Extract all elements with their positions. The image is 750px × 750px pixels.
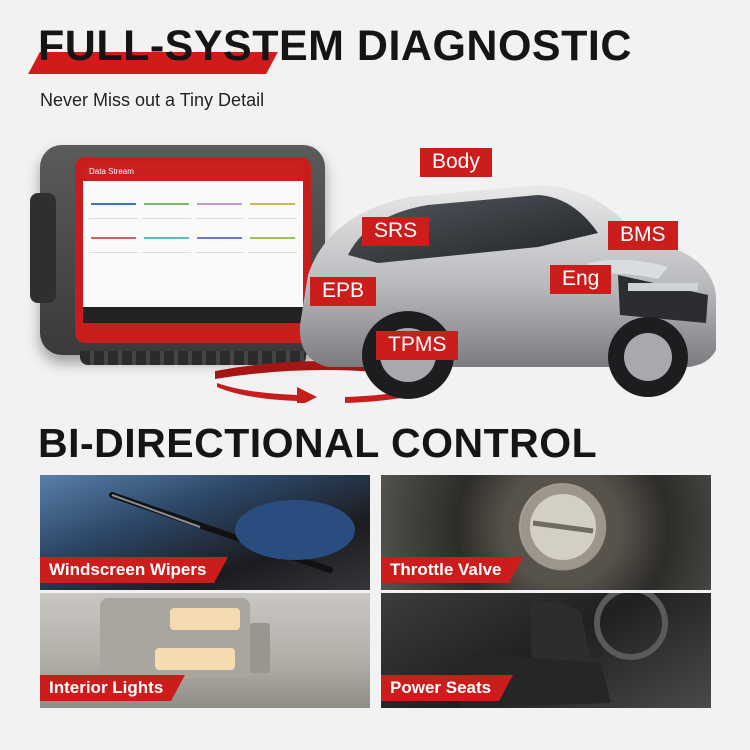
label-tpms: TPMS <box>376 331 459 360</box>
diagnostic-scene: Data Stream <box>30 125 720 415</box>
tile-throttle-valve: Throttle Valve <box>381 475 711 590</box>
tile-interior-lights: Interior Lights <box>40 593 370 708</box>
page-subtitle: Never Miss out a Tiny Detail <box>40 90 265 110</box>
section-title: BI-DIRECTIONAL CONTROL <box>38 420 598 466</box>
label-srs: SRS <box>362 217 430 246</box>
tablet-side-panel <box>30 193 56 303</box>
tablet-grip <box>80 351 306 365</box>
screen-title-bar: Data Stream <box>83 163 303 181</box>
label-bms: BMS <box>608 221 678 250</box>
data-stream-grid <box>83 181 303 261</box>
tile-caption: Interior Lights <box>40 675 186 701</box>
tile-power-seats: Power Seats <box>381 593 711 708</box>
tile-caption: Power Seats <box>381 675 514 701</box>
label-body: Body <box>420 148 492 177</box>
graph-cell <box>142 189 191 219</box>
tile-caption: Windscreen Wipers <box>40 557 229 583</box>
throttle-photo-icon <box>520 484 606 570</box>
tablet-screen: Data Stream <box>83 163 303 323</box>
graph-cell <box>195 189 244 219</box>
graph-cell <box>142 223 191 253</box>
graph-cell <box>89 223 138 253</box>
label-eng: Eng <box>550 265 612 294</box>
graph-cell <box>89 189 138 219</box>
graph-cell <box>248 223 297 253</box>
graph-cell <box>248 189 297 219</box>
page-title: FULL-SYSTEM DIAGNOSTIC <box>38 22 632 70</box>
screen-nav-bar <box>83 307 303 323</box>
diagnostic-tablet: Data Stream <box>30 145 325 365</box>
interior-lights-photo-icon <box>100 598 270 678</box>
graph-cell <box>195 223 244 253</box>
tile-windscreen-wipers: Windscreen Wipers <box>40 475 370 590</box>
tile-caption: Throttle Valve <box>381 557 525 583</box>
wiper-photo-icon <box>109 492 355 573</box>
label-epb: EPB <box>310 277 377 306</box>
